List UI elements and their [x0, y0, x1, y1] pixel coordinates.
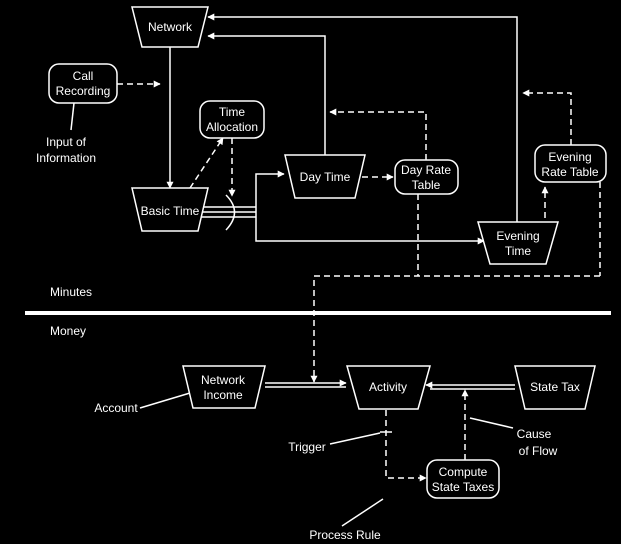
flow-evening-time-to-network — [207, 13, 518, 222]
pointer-trigger — [329, 432, 381, 445]
annotation-input-of-information-2: Information — [36, 151, 96, 165]
compute-state-taxes-label-2: State Taxes — [432, 480, 494, 494]
info-activity-to-compute-taxes — [385, 410, 427, 482]
day-rate-table-box — [394, 159, 459, 195]
pointer-process-rule — [341, 498, 384, 527]
day-time-label: Day Time — [300, 170, 351, 184]
day-rate-table-label-1: Day Rate — [401, 163, 451, 177]
state-tax-label: State Tax — [530, 380, 580, 394]
info-evening-rate-table-up — [522, 89, 572, 145]
evening-rate-table-label-2: Rate Table — [541, 165, 598, 179]
section-label-money: Money — [50, 324, 86, 338]
info-day-rate-table-up — [329, 108, 427, 160]
pointer-input-of-information — [70, 102, 75, 131]
day-rate-table-label-2: Table — [412, 178, 441, 192]
info-rates-to-activity — [310, 275, 600, 383]
annotation-process-rule: Process Rule — [309, 528, 381, 542]
evening-time-label-1: Evening — [496, 229, 539, 243]
day-time-stock — [284, 154, 366, 199]
flow-day-time-to-network — [207, 32, 326, 155]
time-allocation-label-1: Time — [219, 105, 246, 119]
annotation-trigger: Trigger — [288, 440, 326, 454]
time-split-curve — [225, 194, 236, 231]
annotation-cause-of-flow-2: of Flow — [519, 444, 558, 458]
network-income-label-1: Network — [201, 373, 246, 387]
network-income-label-2: Income — [203, 388, 243, 402]
evening-rate-table-box — [534, 144, 607, 183]
call-recording-box — [48, 63, 118, 104]
basic-time-label: Basic Time — [141, 204, 200, 218]
activity-label: Activity — [369, 380, 407, 394]
call-recording-label-2: Recording — [56, 84, 111, 98]
time-allocation-box — [199, 100, 265, 139]
evening-rate-table-label-1: Evening — [548, 150, 591, 164]
compute-state-taxes-box — [426, 459, 500, 499]
pointer-cause-of-flow — [469, 417, 514, 429]
compute-state-taxes-label-1: Compute — [439, 465, 488, 479]
section-label-minutes: Minutes — [50, 285, 92, 299]
info-basic-time-to-time-allocation — [189, 137, 224, 189]
activity-stock — [346, 365, 431, 410]
network-income-stock — [182, 365, 266, 409]
annotation-account: Account — [94, 401, 138, 415]
pointer-account — [139, 392, 191, 409]
annotation-cause-of-flow-1: Cause — [517, 427, 552, 441]
flow-to-day-time — [255, 170, 285, 212]
basic-time-stock — [131, 187, 209, 232]
network-stock — [131, 6, 209, 48]
call-recording-label-1: Call — [73, 69, 94, 83]
state-tax-stock — [514, 365, 596, 410]
time-allocation-label-2: Allocation — [206, 120, 258, 134]
flow-to-evening-time — [255, 212, 485, 245]
evening-time-stock — [477, 221, 559, 265]
annotation-input-of-information-1: Input of — [46, 135, 87, 149]
network-label: Network — [148, 20, 193, 34]
evening-time-label-2: Time — [505, 244, 532, 258]
